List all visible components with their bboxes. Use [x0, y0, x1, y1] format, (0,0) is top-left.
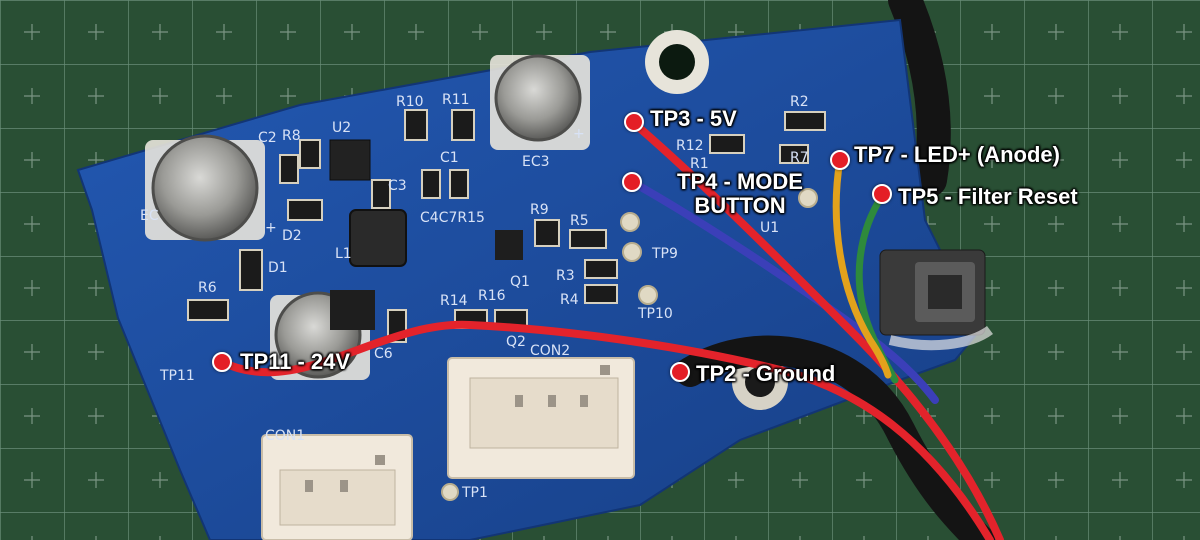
filter-reset-switch	[879, 249, 993, 351]
red-wire-5v	[632, 121, 1004, 540]
svg-text:+: +	[573, 126, 585, 142]
svg-text:C6: C6	[374, 346, 393, 362]
svg-text:R7: R7	[790, 150, 809, 166]
marker-tp5	[872, 184, 892, 204]
svg-text:R16: R16	[478, 288, 506, 304]
svg-text:L1: L1	[335, 246, 352, 262]
marker-tp7	[830, 150, 850, 170]
transistor-q2	[330, 290, 375, 330]
label-tp7: TP7 - LED+ (Anode)	[854, 142, 1060, 167]
label-tp3: TP3 - 5V	[650, 106, 737, 131]
label-tp4-line2: BUTTON	[694, 193, 786, 218]
ic-u2	[329, 139, 371, 181]
svg-text:TP11: TP11	[159, 368, 195, 384]
svg-text:CON1: CON1	[265, 428, 305, 444]
label-tp4-line1: TP4 - MODE	[677, 169, 803, 194]
marker-tp4	[622, 172, 642, 192]
yellow-wire-led	[832, 156, 892, 379]
svg-text:R4: R4	[560, 292, 579, 308]
label-tp5: TP5 - Filter Reset	[898, 184, 1078, 209]
inductor-l1	[349, 209, 407, 267]
svg-text:U1: U1	[760, 220, 779, 236]
svg-text:R10: R10	[396, 94, 424, 110]
svg-text:TP10: TP10	[637, 306, 673, 322]
svg-text:D1: D1	[268, 260, 288, 276]
svg-text:EC3: EC3	[522, 154, 550, 170]
svg-text:TP1: TP1	[461, 485, 488, 501]
svg-text:R3: R3	[556, 268, 575, 284]
connector-con1	[261, 434, 413, 540]
svg-text:TP9: TP9	[651, 246, 678, 262]
svg-text:C2: C2	[258, 130, 277, 146]
svg-text:+: +	[265, 220, 277, 236]
silkscreen-labels: EC EC3 + + C2 R8 U2 R10 R11 C1 C3 C4C7R1…	[140, 92, 809, 501]
svg-text:R11: R11	[442, 92, 470, 108]
smd-components	[187, 109, 826, 343]
connector-con2	[447, 357, 635, 479]
svg-text:Q1: Q1	[510, 274, 530, 290]
svg-text:R9: R9	[530, 202, 549, 218]
label-tp4: TP4 - MODE BUTTON	[650, 170, 830, 218]
svg-text:R5: R5	[570, 213, 589, 229]
marker-tp3	[624, 112, 644, 132]
marker-tp2	[670, 362, 690, 382]
red-wire-24v	[218, 320, 994, 540]
capacitor-ec	[151, 134, 259, 242]
svg-text:U2: U2	[332, 120, 351, 136]
label-tp11: TP11 - 24V	[240, 349, 351, 374]
svg-text:CON2: CON2	[530, 343, 570, 359]
svg-text:Q2: Q2	[506, 334, 526, 350]
svg-text:D2: D2	[282, 228, 302, 244]
black-wire-ground	[675, 335, 995, 540]
svg-text:R14: R14	[440, 293, 468, 309]
transistor-q1	[495, 230, 523, 260]
svg-text:R8: R8	[282, 128, 301, 144]
svg-text:C4C7R15: C4C7R15	[420, 210, 485, 226]
svg-text:C3: C3	[388, 178, 407, 194]
label-tp2: TP2 - Ground	[696, 361, 836, 386]
svg-text:R6: R6	[198, 280, 217, 296]
svg-text:R1: R1	[690, 156, 709, 172]
svg-text:C1: C1	[440, 150, 459, 166]
black-cable-top	[888, 0, 951, 197]
capacitor-ec3	[494, 54, 582, 142]
svg-text:EC: EC	[140, 208, 159, 224]
svg-text:R12: R12	[676, 138, 704, 154]
marker-tp11	[212, 352, 232, 372]
svg-text:R2: R2	[790, 94, 809, 110]
